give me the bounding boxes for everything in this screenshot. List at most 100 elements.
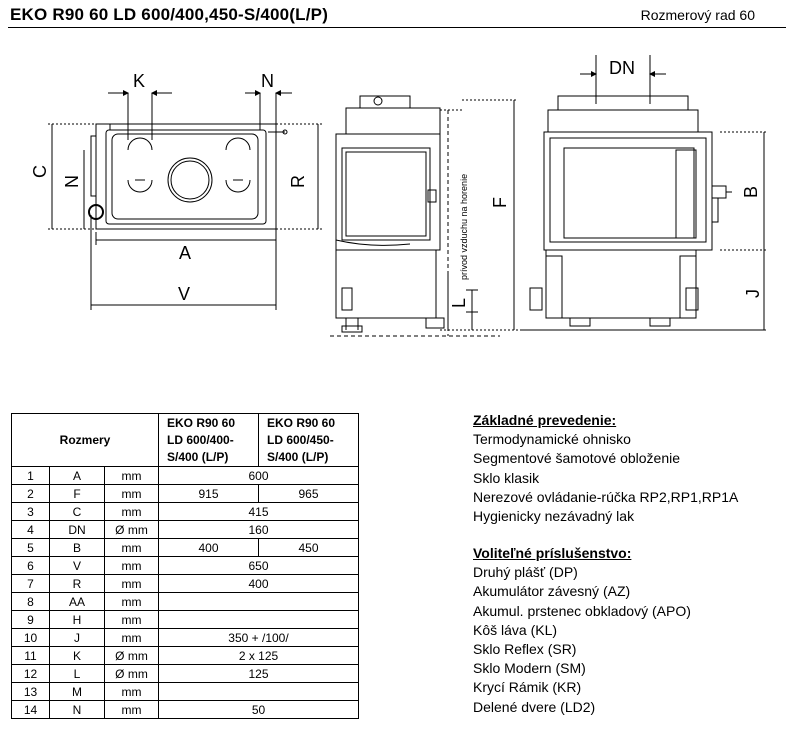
dimension-symbol: H [49,610,105,629]
dimension-symbol: J [49,628,105,647]
dimension-unit: mm [104,592,159,611]
dimension-unit: Ø mm [104,520,159,539]
dimension-value-400: 915 [158,484,259,503]
row-number: 6 [11,556,50,575]
dimension-value-400: 400 [158,538,259,557]
product-title: EKO R90 60 LD 600/400,450-S/400(L/P) [10,5,329,24]
basic-item: Hygienicky nezávadný lak [473,508,635,525]
row-number: 10 [11,628,50,647]
side-view [330,95,518,337]
technical-drawing: K N C N R A V L F DN B J prívod vzduchu … [30,55,766,337]
table-header-row: Rozmery EKO R90 60 LD 600/400- S/400 (L/… [11,413,359,467]
basic-heading: Základné prevedenie: [473,412,617,428]
table-header-label: Rozmery [11,413,159,467]
dim-label-l: L [449,298,469,308]
dimension-value-450: 450 [258,538,359,557]
dimension-unit: mm [104,610,159,629]
air-intake-note: prívod vzduchu na horenie [459,174,469,280]
dimension-symbol: F [49,484,105,503]
dimension-symbol: A [49,466,105,485]
dimension-value-450: 965 [258,484,359,503]
dimension-value: 415 [158,502,359,521]
dim-label-f: F [490,197,510,208]
row-number: 5 [11,538,50,557]
column-header-600-450: EKO R90 60 LD 600/450- S/400 (L/P) [258,413,359,467]
dim-label-n-top: N [261,71,274,91]
dimension-value: 2 x 125 [158,646,359,665]
dimension-value: 650 [158,556,359,575]
dim-label-dn: DN [609,58,635,78]
optional-item: Delené dvere (LD2) [473,698,596,715]
dimension-value [158,682,359,701]
dimension-symbol: L [49,664,105,683]
optional-item: Akumul. prstenec obkladový (APO) [473,602,691,619]
dimension-value: 50 [158,700,359,719]
dimension-value: 600 [158,466,359,485]
dimension-unit: Ø mm [104,664,159,683]
dimension-value: 400 [158,574,359,593]
dimensions-table: Rozmery EKO R90 60 LD 600/400- S/400 (L/… [11,413,359,719]
header-rule [8,27,786,28]
basic-item: Termodynamické ohnisko [473,431,631,448]
column-header-600-400: EKO R90 60 LD 600/400- S/400 (L/P) [158,413,259,467]
dimension-symbol: V [49,556,105,575]
dimension-unit: mm [104,484,159,503]
row-number: 8 [11,592,50,611]
row-number: 3 [11,502,50,521]
dimension-symbol: DN [49,520,105,539]
row-number: 2 [11,484,50,503]
optional-item: Druhý plášť (DP) [473,564,578,581]
series-label: Rozmerový rad 60 [640,7,755,23]
dimension-symbol: K [49,646,105,665]
row-number: 9 [11,610,50,629]
dim-label-r: R [288,175,308,188]
optional-item: Kôš láva (KL) [473,621,558,638]
dimension-symbol: B [49,538,105,557]
dimension-value [158,610,359,629]
dimension-unit: mm [104,574,159,593]
row-number: 14 [11,700,50,719]
front-view [520,55,766,331]
dim-label-a: A [179,243,191,263]
dimension-symbol: C [49,502,105,521]
dim-label-b: B [741,186,761,198]
basic-item: Sklo klasik [473,469,540,486]
dimension-value [158,592,359,611]
basic-equipment: Základné prevedenie: Termodynamické ohni… [473,411,738,526]
dimension-unit: mm [104,628,159,647]
row-number: 12 [11,664,50,683]
optional-item: Sklo Modern (SM) [473,660,586,677]
top-view [48,90,322,310]
row-number: 1 [11,466,50,485]
dimension-unit: mm [104,682,159,701]
basic-item: Nerezové ovládanie-rúčka RP2,RP1,RP1A [473,488,739,505]
dimension-symbol: R [49,574,105,593]
optional-item: Sklo Reflex (SR) [473,641,577,658]
row-number: 13 [11,682,50,701]
dimension-symbol: AA [49,592,105,611]
dimension-unit: Ø mm [104,646,159,665]
optional-accessories: Voliteľné príslušenstvo: Druhý plášť (DP… [473,544,691,717]
dimension-value: 350 + /100/ [158,628,359,647]
row-number: 11 [11,646,50,665]
optional-heading: Voliteľné príslušenstvo: [473,545,632,561]
row-number: 4 [11,520,50,539]
optional-item: Akumulátor závesný (AZ) [473,583,631,600]
dimension-symbol: N [49,700,105,719]
dim-label-n-side: N [62,175,82,188]
dimension-symbol: M [49,682,105,701]
dimension-value: 125 [158,664,359,683]
row-number: 7 [11,574,50,593]
dimension-unit: mm [104,538,159,557]
